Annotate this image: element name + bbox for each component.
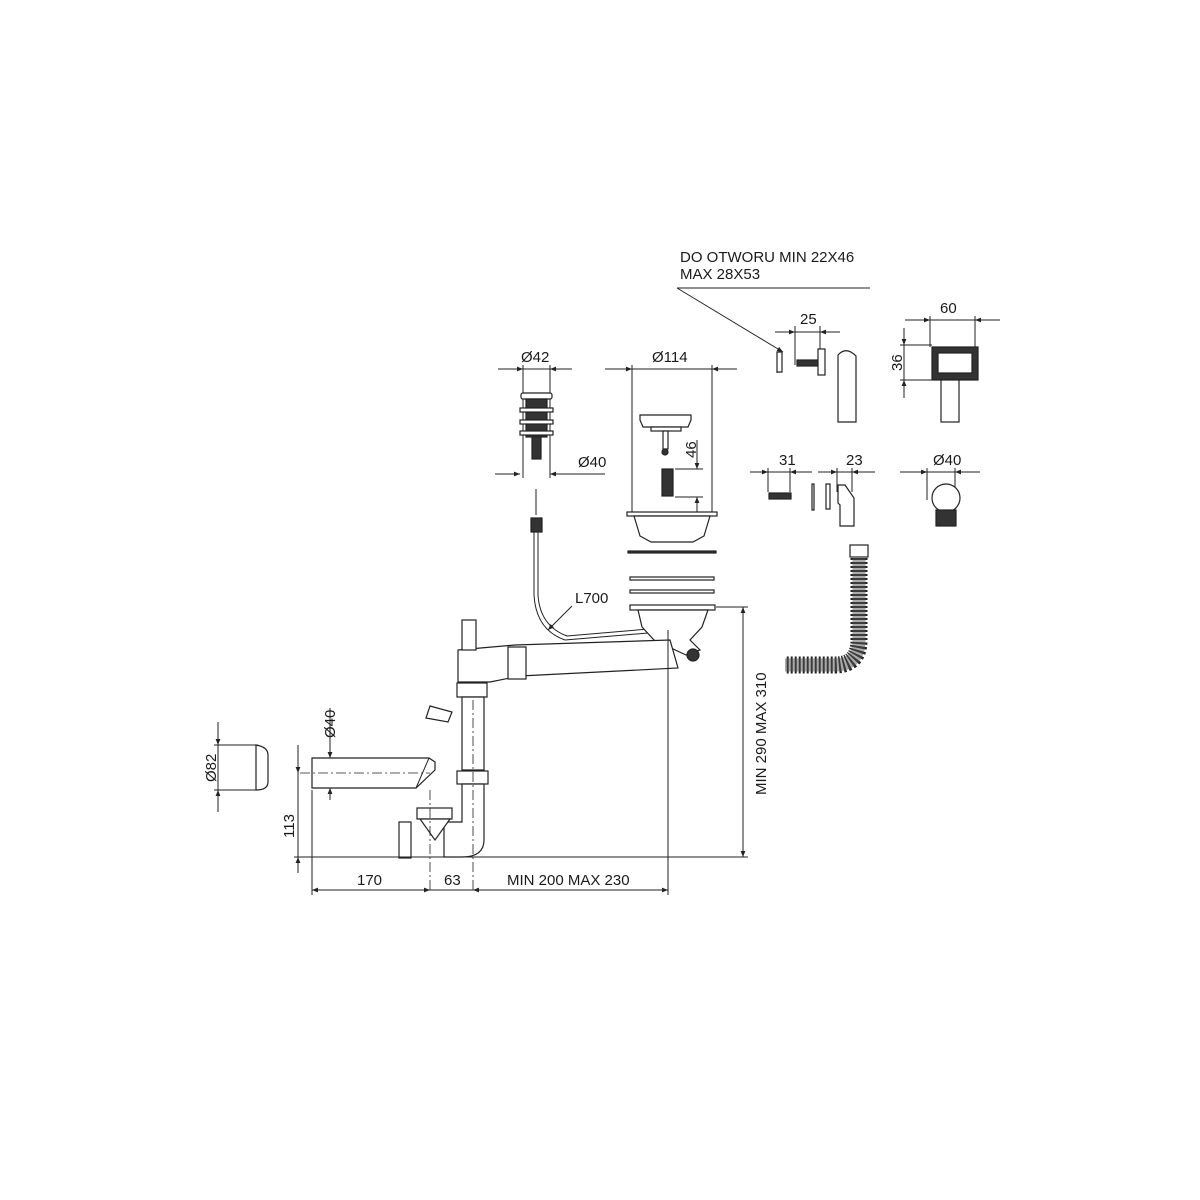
dim-height: MIN 290 MAX 310: [753, 672, 770, 795]
overflow-rect-part: 60 36: [889, 300, 1000, 423]
siphon-assembly: [300, 619, 679, 890]
dim-d42: Ø42: [521, 349, 549, 366]
dim-31: 31: [779, 452, 796, 469]
dim-d40-overflow: Ø40: [933, 452, 961, 469]
dim-63: 63: [444, 872, 461, 889]
dim-25: 25: [800, 311, 817, 328]
dim-l700: L700: [575, 590, 608, 607]
overflow-bottom-parts: 31 23 Ø40: [750, 452, 980, 527]
hole-note: DO OTWORU MIN 22X46 MAX 28X53: [676, 249, 870, 353]
dim-46: 46: [683, 441, 700, 458]
siphon-cap: Ø82: [203, 722, 269, 812]
dim-23: 23: [846, 452, 863, 469]
dim-d114: Ø114: [652, 349, 688, 366]
dim-d82: Ø82: [203, 754, 220, 782]
dim-d40-plug: Ø40: [578, 454, 606, 471]
dim-d40-pipe: Ø40: [322, 710, 339, 738]
pop-up-plug: Ø42 Ø40: [495, 349, 661, 641]
dim-170: 170: [357, 872, 382, 889]
dim-113: 113: [281, 814, 298, 838]
dim-36: 36: [889, 354, 906, 371]
hole-note-line2: MAX 28X53: [680, 266, 760, 283]
hole-note-line1: DO OTWORU MIN 22X46: [680, 249, 854, 266]
overflow-cover-parts: 25: [775, 311, 857, 423]
dim-60: 60: [940, 300, 957, 317]
basket-strainer: Ø114 46: [605, 349, 737, 662]
overflow-hose: [785, 544, 869, 674]
dim-width: MIN 200 MAX 230: [507, 872, 630, 889]
